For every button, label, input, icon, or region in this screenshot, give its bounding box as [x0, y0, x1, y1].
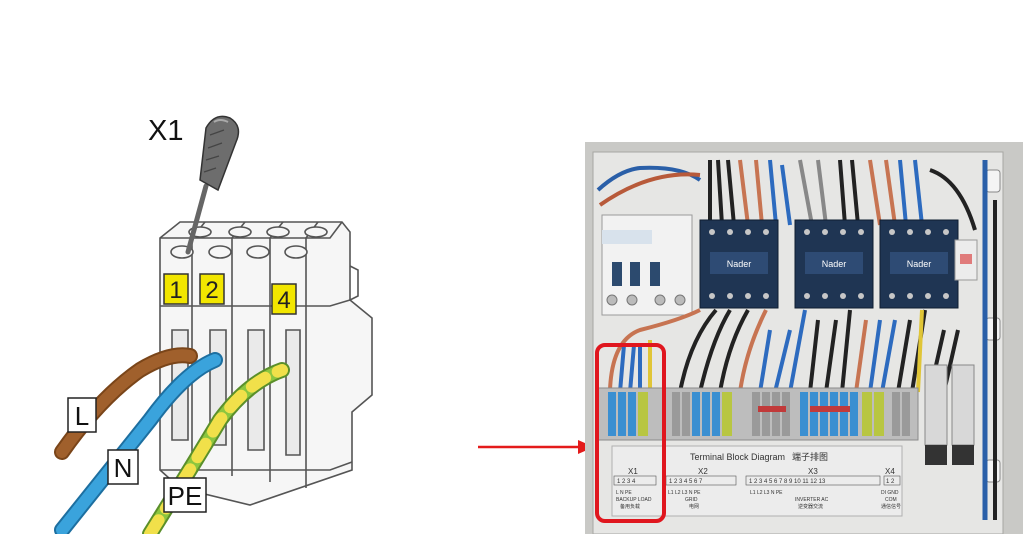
block-x1-signals: L N PE	[616, 490, 632, 496]
diagram-title: Terminal Block Diagram	[690, 452, 785, 462]
wire-label-n-text: N	[114, 453, 133, 483]
block-x4-caption-cn: 通信信号	[881, 503, 901, 510]
position-label-1	[163, 273, 189, 305]
position-label-4	[271, 283, 297, 315]
contactor-1: Nader	[699, 219, 779, 309]
diagram-title-cn: 端子排图	[792, 451, 828, 462]
block-x1-caption-cn: 备用负载	[620, 503, 640, 510]
position-label-2-text: 2	[205, 277, 218, 304]
terminal-illustration: 1 2 4 X1 L	[54, 115, 373, 534]
block-x3-signals: L1 L2 L3 N PE	[750, 490, 783, 496]
block-x3-numbers: 1 2 3 4 5 6 7 8 9 10 11 12 13	[749, 479, 826, 485]
block-x3-name: X3	[808, 467, 818, 476]
block-x4-caption: COM	[885, 497, 897, 503]
wire-label-n	[107, 449, 139, 485]
panel-photo: Nader Nader Nader	[585, 142, 1023, 534]
wire-label-l	[67, 397, 97, 433]
terminal-diagram-plate	[611, 445, 903, 517]
block-x1: X1 1 2 3 4 L N PE BACKUP LOAD 备用负载	[613, 467, 657, 510]
contactor-2: Nader	[794, 219, 874, 309]
block-x2-signals: L1 L2 L3 N PE	[668, 490, 701, 496]
lower-wires	[608, 308, 960, 393]
wire-label-pe-text: PE	[168, 481, 203, 511]
block-x2-name: X2	[698, 467, 708, 476]
wire-label-pe	[163, 477, 207, 513]
position-labels: 1 2 4	[163, 273, 297, 315]
pointer-arrow	[478, 440, 594, 454]
wire-label-l-text: L	[75, 401, 89, 431]
position-label-1-text: 1	[169, 277, 182, 304]
x1-highlight-box	[595, 343, 666, 523]
block-x1-name: X1	[628, 467, 638, 476]
block-x1-numbers: 1 2 3 4	[617, 479, 636, 485]
contactor-2-brand: Nader	[822, 259, 847, 269]
block-x4-numbers: 1 2	[886, 479, 895, 485]
contactor-1-brand: Nader	[727, 259, 752, 269]
terminal-name-label: X1	[148, 115, 183, 147]
block-x3-caption-cn: 逆变器交流	[798, 503, 823, 510]
block-x2-caption-cn: 电网	[689, 503, 699, 510]
terminal-strip	[597, 387, 919, 441]
circuit-breaker	[601, 214, 693, 316]
block-x4-name: X4	[885, 467, 895, 476]
contactor-3-brand: Nader	[907, 259, 932, 269]
screwdriver-icon	[185, 115, 240, 255]
block-x2-numbers: 1 2 3 4 5 6 7	[669, 479, 703, 485]
side-relays	[924, 364, 975, 465]
position-label-2	[199, 273, 225, 305]
block-x4-signals: DI GND	[881, 490, 899, 496]
position-label-4-text: 4	[277, 287, 290, 314]
block-x3: X3 1 2 3 4 5 6 7 8 9 10 11 12 13 L1 L2 L…	[745, 467, 881, 510]
contactors: Nader Nader Nader	[699, 219, 978, 309]
wire-labels: L N PE	[67, 397, 207, 513]
contactor-3: Nader	[879, 219, 959, 309]
block-x4: X4 1 2 DI GND COM 通信信号	[881, 467, 901, 510]
block-x2-caption: GRID	[685, 497, 698, 503]
upper-wires	[596, 159, 997, 520]
block-x3-caption: INVERTER AC	[795, 497, 829, 503]
block-x1-caption: BACKUP LOAD	[616, 497, 652, 503]
